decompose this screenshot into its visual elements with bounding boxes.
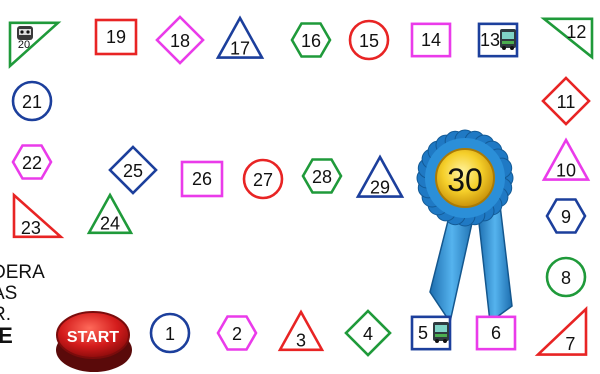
ribbon-right (478, 205, 512, 322)
space-21-label: 21 (22, 92, 42, 112)
space-24: 24 (89, 195, 131, 234)
space-22: 22 (13, 146, 51, 179)
space-10: 10 (544, 140, 588, 180)
space-2-label: 2 (232, 324, 242, 344)
space-3: 3 (280, 312, 322, 351)
side-text-line-4: IE (0, 325, 70, 346)
space-13: 13 (479, 24, 517, 56)
space-8: 8 (547, 258, 585, 296)
space-17-label: 17 (230, 38, 250, 58)
side-text-line-3: R. (0, 304, 70, 325)
space-15: 15 (350, 21, 388, 59)
space-6-label: 6 (491, 323, 501, 343)
space-27-label: 27 (253, 170, 273, 190)
space-29: 29 (358, 157, 402, 197)
goal-rosette: 30 (417, 130, 513, 322)
bus-icon (500, 29, 516, 50)
space-2: 2 (218, 317, 256, 350)
space-4: 4 (346, 311, 390, 355)
space-1: 1 (151, 314, 189, 352)
space-26-label: 26 (192, 169, 212, 189)
space-6: 6 (477, 317, 515, 349)
space-5: 5 (412, 317, 450, 349)
space-7-label: 7 (565, 334, 575, 354)
space-9: 9 (547, 200, 585, 233)
space-28-label: 28 (312, 167, 332, 187)
space-27: 27 (244, 160, 282, 198)
space-20: 20 (10, 23, 58, 66)
space-18-label: 18 (170, 31, 190, 51)
space-11: 11 (543, 78, 589, 124)
space-19: 19 (96, 20, 136, 54)
space-8-label: 8 (561, 268, 571, 288)
bus-icon (433, 322, 449, 343)
space-14-label: 14 (421, 30, 441, 50)
space-1-label: 1 (165, 324, 175, 344)
space-16-label: 16 (301, 31, 321, 51)
space-18: 18 (157, 17, 203, 63)
space-28: 28 (303, 160, 341, 193)
space-3-label: 3 (296, 331, 306, 351)
space-23-label: 23 (21, 218, 41, 238)
space-12: 12 (544, 19, 592, 57)
space-20-label: 20 (18, 39, 30, 51)
space-14: 14 (412, 24, 450, 56)
space-23: 23 (14, 195, 61, 238)
robot-icon (17, 26, 33, 40)
space-10-label: 10 (556, 160, 576, 180)
space-26: 26 (182, 162, 222, 196)
space-11-label: 11 (557, 92, 576, 112)
space-24-label: 24 (100, 214, 120, 234)
space-5-label: 5 (418, 323, 428, 343)
space-9-label: 9 (561, 207, 571, 227)
space-29-label: 29 (370, 177, 390, 197)
space-4-label: 4 (363, 324, 373, 344)
space-7: 7 (538, 309, 586, 355)
start-label: START (67, 329, 119, 346)
space-22-label: 22 (22, 153, 42, 173)
space-25: 25 (110, 147, 156, 193)
space-13-label: 13 (480, 30, 500, 50)
space-17: 17 (218, 18, 262, 58)
space-21: 21 (13, 82, 51, 120)
space-7-triangle (538, 309, 586, 355)
side-text-line-1: DERA (0, 262, 70, 283)
goal-number: 30 (447, 162, 483, 198)
space-12-label: 12 (566, 22, 586, 42)
side-text-line-2: AS (0, 283, 70, 304)
space-15-label: 15 (359, 31, 379, 51)
space-19-label: 19 (106, 27, 126, 47)
space-16: 16 (292, 24, 330, 57)
space-25-label: 25 (123, 161, 143, 181)
side-text: DERA AS R. IE (0, 262, 70, 374)
